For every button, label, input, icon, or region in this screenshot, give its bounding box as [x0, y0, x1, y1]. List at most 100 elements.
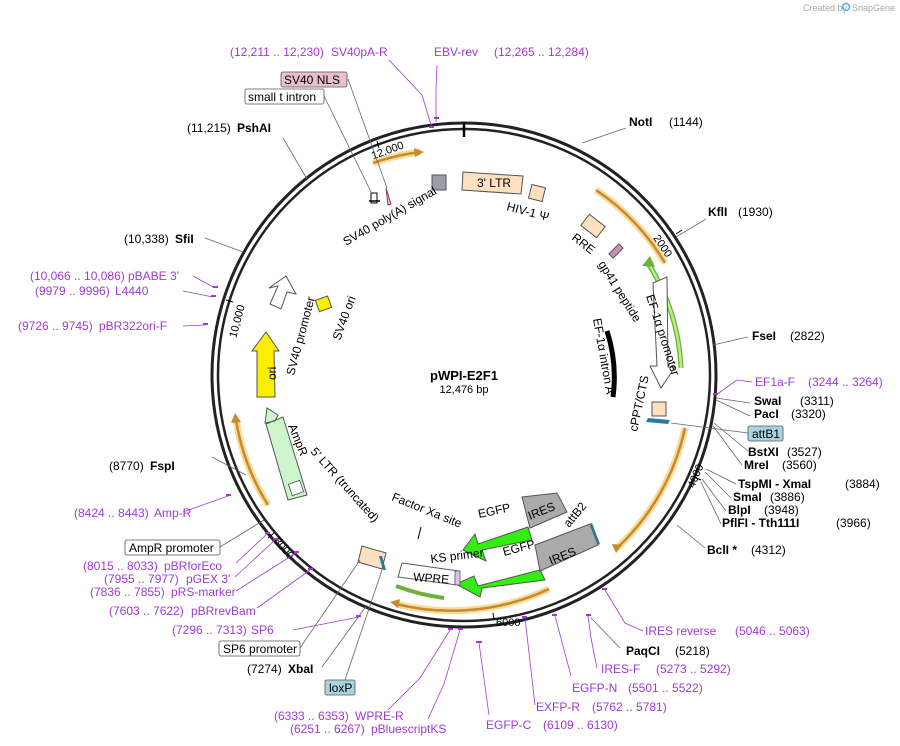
primer-name-pbr322ori-f: pBR322ori-F — [99, 319, 167, 333]
site-name-fspi: FspI — [150, 459, 175, 473]
site-name-paci: PacI — [754, 407, 779, 421]
cppt-cts-box — [651, 401, 667, 417]
tick-label-4000: 4000 — [686, 463, 707, 490]
watermark-brand: SnapGene — [852, 3, 895, 13]
site-name-noti: NotI — [629, 115, 652, 129]
wpre-arc — [395, 584, 445, 600]
sp6-promoter-label: SP6 promoter — [223, 642, 297, 656]
primer-leaders — [182, 59, 753, 720]
site-pos-fsei: (2822) — [790, 329, 825, 343]
primer-name-prs-marker: pRS-marker — [171, 585, 236, 599]
primer-pos-pbr322ori-f: (9726 .. 9745) — [18, 319, 93, 333]
site-pos-paqci: (5218) — [675, 644, 710, 658]
primer-pos-egfp-n: (5501 .. 5522) — [628, 681, 703, 695]
sv40-ori-box — [314, 295, 333, 313]
site-labels: NotI (1144) KflI (1930) FseI (2822) SwaI… — [109, 115, 880, 676]
ires-upper-shape — [521, 492, 568, 529]
primer-name-pbrrevbam: pBRrevBam — [191, 604, 256, 618]
primer-name-ef1a-f: EF1a-F — [755, 375, 795, 389]
site-name-pflfi-tth111i: PflFI - Tth111I — [722, 516, 799, 530]
ori-arrow-icon — [251, 331, 280, 398]
feature-label-3-ltr: 3' LTR — [477, 176, 511, 190]
feature-label-sv40-ori: SV40 ori — [330, 294, 359, 342]
primer-pos-pbrforeco: (8015 .. 8033) — [83, 559, 158, 573]
snapgene-logo-icon — [841, 2, 851, 12]
loxp-marker — [379, 556, 386, 570]
site-pos-noti: (1144) — [669, 115, 703, 129]
primer-name-sv40pa-r: SV40pA-R — [331, 45, 388, 59]
primer-name-wpre-r: WPRE-R — [355, 709, 404, 723]
site-pos-pflfi-tth111i: (3966) — [836, 516, 871, 530]
attb1-marker — [646, 418, 670, 424]
feature-label-egfp-upper: EGFP — [477, 500, 512, 520]
ef1a-promoter-arc-fill — [646, 262, 683, 369]
site-pos-smai: (3886) — [770, 490, 805, 504]
watermark-text: Created by — [803, 3, 848, 13]
primer-pos-pbrrevbam: (7603 .. 7622) — [109, 604, 184, 618]
site-pos-paci: (3320) — [791, 407, 826, 421]
feature-shapes — [251, 171, 676, 598]
rre-box — [580, 213, 606, 239]
primer-name-amp-r: Amp-R — [154, 506, 192, 520]
site-pos-pshai: (11,215) — [187, 121, 231, 135]
primer-pos-exfp-r: (5762 .. 5781) — [592, 700, 667, 714]
attb1-label: attB1 — [752, 427, 780, 441]
site-name-sfii: SfiI — [175, 232, 194, 246]
sv40-polya-marker-icon — [370, 192, 378, 204]
primer-pos-ires-reverse: (5046 .. 5063) — [735, 624, 810, 638]
attb1-label-box — [747, 425, 784, 442]
site-name-fsei: FseI — [752, 329, 776, 343]
5-ltr-shape — [357, 545, 387, 570]
feature-label-sv40-polya: SV40 poly(A) signal — [341, 184, 439, 249]
3-ltr-shape — [461, 171, 524, 195]
primer-name-ires-f: IRES-F — [601, 662, 640, 676]
primer-name-ebv-rev: EBV-rev — [434, 45, 478, 59]
site-pos-xbai: (7274) — [247, 662, 282, 676]
site-pos-blpi: (3948) — [764, 503, 799, 517]
site-name-bstxi: BstXI — [748, 445, 779, 459]
feature-label-hiv-psi: HIV-1 Ψ — [505, 199, 551, 224]
primer-labels: (12,211 .. 12,230) SV40pA-R EBV-rev (12,… — [18, 45, 883, 736]
sp6-promoter-label-box — [218, 640, 301, 657]
site-pos-bcli: (4312) — [751, 543, 786, 557]
loxp-label-box — [324, 679, 356, 696]
site-name-swai: SwaI — [754, 394, 781, 408]
sv40-promoter-arrow-icon — [268, 275, 297, 310]
ampr-promoter-label: AmpR promoter — [129, 541, 214, 555]
site-name-bcli: BclI * — [707, 543, 737, 557]
site-pos-kfli: (1930) — [738, 205, 773, 219]
site-pos-fspi: (8770) — [109, 459, 144, 473]
ampr-promoter-label-box — [124, 539, 221, 556]
primer-pos-wpre-r: (6333 .. 6353) — [274, 709, 349, 723]
sv40-nls-label: SV40 NLS — [284, 73, 340, 87]
primer-pos-ebv-rev: (12,265 .. 12,284) — [494, 45, 589, 59]
primer-name-sp6: SP6 — [251, 623, 274, 637]
tick-label-6000: 6000 — [496, 617, 520, 629]
site-pos-tspmi-xmai: (3884) — [845, 477, 880, 491]
primer-name-l4440: L4440 — [115, 284, 149, 298]
plasmid-size: 12,476 bp — [440, 384, 489, 396]
feature-label-gp41: gp41 peptide — [595, 258, 644, 325]
ampr-arrow-icon — [264, 407, 308, 501]
primer-pos-sv40pa-r: (12,211 .. 12,230) — [230, 45, 324, 59]
small-t-intron-label: small t intron — [248, 90, 316, 104]
primer-pos-pbluescriptks: (6251 .. 6267) — [290, 722, 365, 736]
site-name-xbai: XbaI — [288, 662, 313, 676]
primer-pos-amp-r: (8424 .. 8443) — [74, 506, 149, 520]
primer-pos-ef1a-f: (3244 .. 3264) — [808, 375, 883, 389]
site-name-mrei: MreI — [744, 458, 769, 472]
sv40-nls-label-box — [280, 71, 348, 88]
primer-pos-pbabe-3: (10,066 .. 10,086) — [30, 269, 125, 283]
primer-name-egfp-c: EGFP-C — [486, 718, 532, 732]
feature-label-wpre: WPRE — [413, 570, 450, 586]
egfp-lower-arrow-icon — [454, 569, 546, 598]
primer-name-pbluescriptks: pBluescriptKS — [371, 722, 446, 736]
primer-pos-sp6: (7296 .. 7313) — [172, 623, 247, 637]
loxp-label: loxP — [329, 681, 352, 695]
boxed-labels: SV40 NLS small t intron attB1 AmpR promo… — [124, 71, 784, 696]
feature-label-ori: ori — [265, 367, 279, 380]
small-t-intron-label-box — [244, 88, 325, 105]
primer-name-pbrforeco: pBRforEco — [164, 559, 222, 573]
primer-name-egfp-n: EGFP-N — [572, 681, 617, 695]
